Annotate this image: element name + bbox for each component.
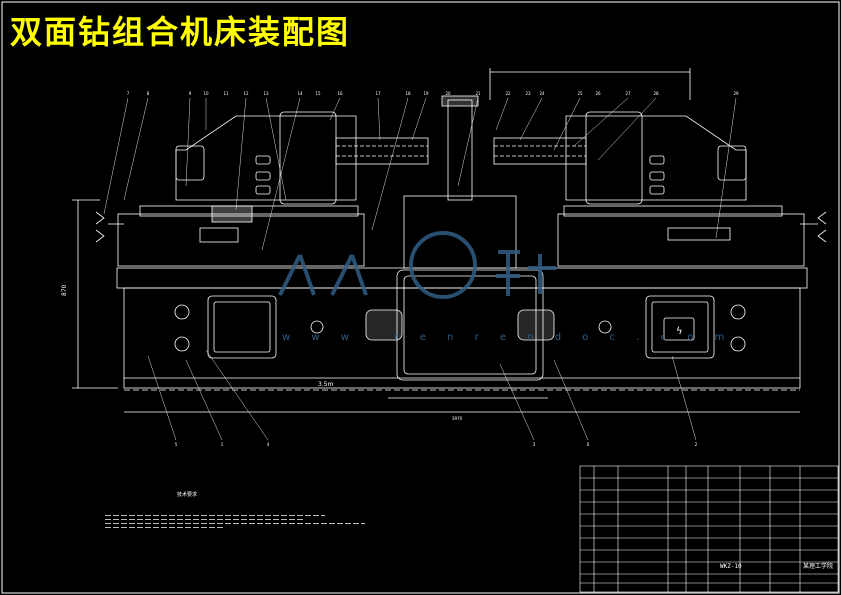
balloon-label: 9 [189, 91, 192, 96]
left-slide-table [117, 213, 365, 267]
bottom-callout: 3 [533, 442, 536, 447]
balloon-label: 13 [263, 91, 269, 96]
left-inspection-cover [207, 295, 277, 359]
balloon-label: 25 [577, 91, 583, 96]
left-power-head [175, 115, 357, 201]
balloon-label: 10 [203, 91, 209, 96]
balloon-label: 17 [375, 91, 381, 96]
balloon-label: 11 [223, 91, 229, 96]
notes-heading: 技术要求 [177, 492, 198, 498]
balloon-label: 28 [653, 91, 659, 96]
bottom-callout: 6 [587, 442, 590, 447]
balloon-label: 15 [315, 91, 321, 96]
center-column [396, 269, 544, 381]
base-label: 3.5m [318, 381, 334, 388]
balloon-label: 7 [127, 91, 130, 96]
balloon-label: 29 [733, 91, 739, 96]
balloon-label: 12 [243, 91, 249, 96]
balloon-label: 8 [147, 91, 150, 96]
bottom-callout: 1 [221, 442, 224, 447]
bottom-callout: 2 [695, 442, 698, 447]
balloon-label: 20 [445, 91, 451, 96]
bottom-callout: 5 [175, 442, 178, 447]
right-end-clamp [817, 211, 827, 243]
right-inspection-cover [645, 295, 715, 359]
right-slide-table [557, 213, 805, 267]
right-power-head [565, 115, 747, 201]
bolt-circle [174, 304, 190, 320]
bed-top-rail [116, 267, 808, 289]
balloon-label: 26 [595, 91, 601, 96]
fixture-post [447, 99, 473, 201]
bottom-leaders [147, 349, 697, 441]
left-end-clamp [95, 211, 105, 243]
svg-text:ϟ: ϟ [676, 326, 683, 337]
left-coupling-block [365, 309, 403, 341]
drawing-title: 双面钻组合机床装配图 [10, 13, 351, 51]
balloon-label: 16 [337, 91, 343, 96]
balloon-label: 27 [625, 91, 631, 96]
drawing-code: WKZ-10 [720, 563, 742, 570]
watermark-text: w w w . r e n r e n d o c . c o m [282, 332, 734, 343]
height-dimension-value: 870 [61, 284, 68, 296]
title-block [579, 465, 839, 593]
title-block-unit: 某理工学院 [803, 563, 834, 570]
balloon-label: 22 [505, 91, 511, 96]
right-coupling-block [517, 309, 555, 341]
balloon-label: 18 [405, 91, 411, 96]
balloon-label: 19 [423, 91, 429, 96]
width-dimension-value: 3970 [452, 416, 463, 421]
watermark-logo [278, 231, 556, 299]
technical-requirements: 技术要求 [105, 492, 385, 531]
bottom-callout: 4 [267, 442, 270, 447]
fixture-body [403, 195, 517, 269]
balloon-label: 24 [539, 91, 545, 96]
balloon-label: 14 [297, 91, 303, 96]
top-leaders [103, 97, 737, 251]
machine-assembly: ϟ [72, 68, 827, 441]
left-spindle-box [279, 111, 337, 205]
right-spindle-box [585, 111, 643, 205]
right-drill-spindles [493, 137, 587, 165]
balloon-label: 23 [525, 91, 531, 96]
bed-body [123, 287, 801, 389]
left-drill-spindles [335, 137, 429, 165]
balloon-label: 21 [475, 91, 481, 96]
